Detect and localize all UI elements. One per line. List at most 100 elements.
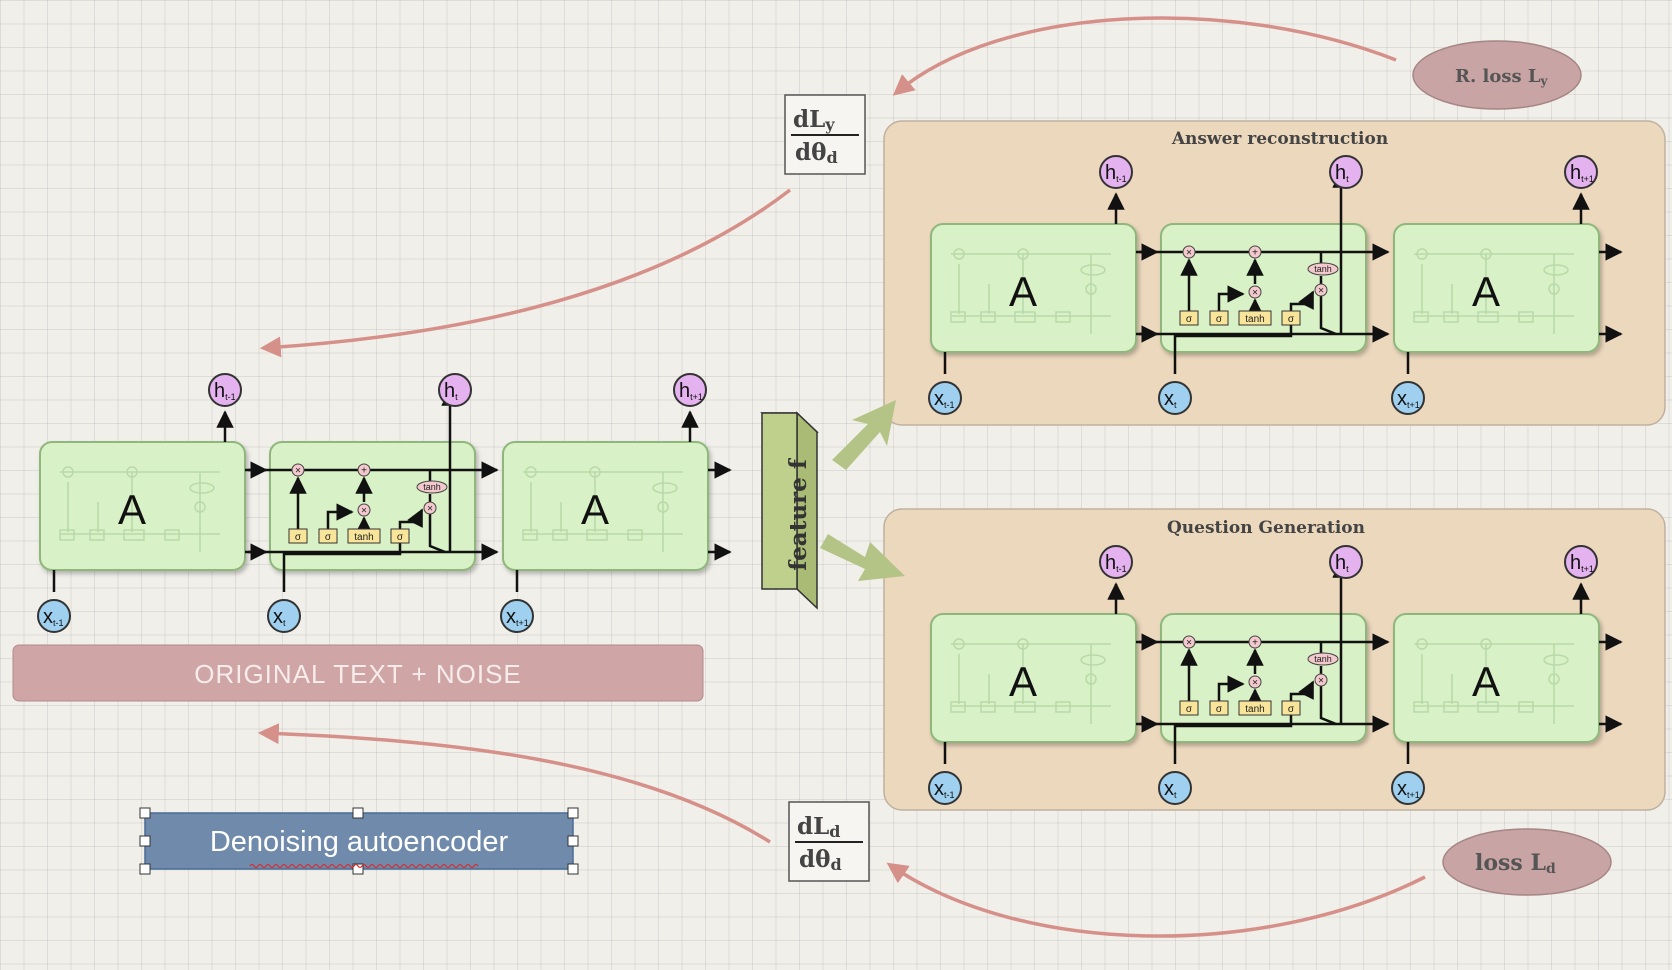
encoder-output-label: ht: [444, 380, 458, 402]
encoder-pointwise-op-label: ×: [427, 504, 433, 515]
encoder-input-label: xt-1: [43, 606, 64, 628]
encoder-output-label: ht-1: [214, 380, 236, 402]
encoder-gate-label: σ: [397, 532, 404, 543]
reconstruction-loss-node: [1412, 40, 1582, 110]
denoising-autoencoder-label[interactable]: Denoising autoencoder: [210, 826, 509, 858]
answer-cell-label: A: [1472, 268, 1500, 315]
answer-output-label: ht-1: [1105, 162, 1127, 184]
question-input-label: xt-1: [934, 778, 955, 800]
encoder-state-tanh: [416, 480, 448, 494]
answer-output-node: [1564, 155, 1598, 189]
noise-bar-label: ORIGINAL TEXT + NOISE: [194, 659, 522, 689]
answer-pointwise-op: [1248, 245, 1262, 259]
question-gate-box: [1238, 700, 1272, 716]
question-input-node: [928, 771, 962, 805]
question-gate-box: [1281, 700, 1301, 716]
question-pointwise-op-label: ×: [1318, 676, 1324, 687]
answer-pointwise-op-label: ×: [1186, 248, 1192, 259]
answer-gate-label: σ: [1288, 314, 1295, 325]
encoder-input-node: [267, 599, 301, 633]
answer-gate-label: σ: [1216, 314, 1223, 325]
answer-gate-box: [1238, 310, 1272, 326]
encoder-gate-box: [390, 528, 410, 544]
question-pointwise-op: [1182, 635, 1196, 649]
question-cell-label: A: [1009, 658, 1037, 705]
answer-input-node: [1391, 381, 1425, 415]
encoder-gate-box: [288, 528, 308, 544]
answer-panel-title: Answer reconstruction: [1171, 129, 1388, 149]
denoising-autoencoder-textbox[interactable]: [139, 807, 579, 875]
encoder-pointwise-op-label: +: [361, 466, 367, 477]
gradient-arrows: [257, 16, 1426, 938]
question-output-label: ht: [1335, 552, 1349, 574]
answer-output-node: [1099, 155, 1133, 189]
answer-state-tanh: [1307, 262, 1339, 276]
encoder-gate-box: [318, 528, 338, 544]
question-pointwise-op: [1314, 673, 1328, 687]
question-pointwise-op: [1248, 635, 1262, 649]
noise-bar: [12, 644, 704, 702]
answer-gate-label: tanh: [1245, 314, 1264, 325]
encoder-gate-box: [347, 528, 381, 544]
answer-input-node: [1158, 381, 1192, 415]
answer-state-tanh-label: tanh: [1314, 264, 1332, 274]
encoder-input-node: [500, 599, 534, 633]
encoder-state-tanh-label: tanh: [423, 482, 441, 492]
encoder-pointwise-op-label: ×: [295, 466, 301, 477]
question-output-node: [1564, 545, 1598, 579]
answer-input-label: xt+1: [1397, 388, 1420, 410]
encoder-input-label: xt+1: [506, 606, 529, 628]
question-output-label: ht+1: [1570, 552, 1594, 574]
question-gate-label: σ: [1288, 704, 1295, 715]
question-state-tanh: [1307, 652, 1339, 666]
answer-pointwise-op: [1248, 285, 1262, 299]
question-panel-title: Question Generation: [1167, 518, 1365, 538]
answer-pointwise-op: [1182, 245, 1196, 259]
gradient-bottom-denominator: dθd: [799, 846, 842, 874]
encoder-output-label: ht+1: [679, 380, 703, 402]
encoder-output-node: [208, 373, 242, 407]
encoder-pointwise-op: [423, 501, 437, 515]
question-input-label: xt: [1164, 778, 1177, 800]
question-cell-label: A: [1472, 658, 1500, 705]
answer-input-label: xt-1: [934, 388, 955, 410]
gradient-top-denominator: dθd: [795, 139, 838, 167]
question-gate-box: [1209, 700, 1229, 716]
question-pointwise-op-label: ×: [1186, 638, 1192, 649]
answer-output-label: ht+1: [1570, 162, 1594, 184]
answer-input-node: [928, 381, 962, 415]
answer-gate-box: [1209, 310, 1229, 326]
encoder-gate-label: σ: [295, 532, 302, 543]
question-input-node: [1158, 771, 1192, 805]
answer-cell-label: A: [1009, 268, 1037, 315]
question-pointwise-op-label: +: [1252, 638, 1258, 649]
question-gate-label: σ: [1216, 704, 1223, 715]
question-state-tanh-label: tanh: [1314, 654, 1332, 664]
generation-loss-label: loss Ld: [1475, 850, 1556, 877]
question-output-label: ht-1: [1105, 552, 1127, 574]
answer-gate-label: σ: [1186, 314, 1193, 325]
reconstruction-loss-label: R. loss Ly: [1455, 66, 1549, 88]
answer-pointwise-op-label: +: [1252, 248, 1258, 259]
gradient-top-numerator: dLy: [793, 106, 835, 134]
question-gate-label: tanh: [1245, 704, 1264, 715]
question-input-label: xt+1: [1397, 778, 1420, 800]
answer-pointwise-op-label: ×: [1318, 286, 1324, 297]
generation-loss-node: [1442, 828, 1612, 896]
answer-pointwise-op: [1314, 283, 1328, 297]
question-output-node: [1329, 545, 1363, 579]
question-pointwise-op: [1248, 675, 1262, 689]
encoder-pointwise-op-label: ×: [361, 506, 367, 517]
answer-gate-box: [1179, 310, 1199, 326]
encoder-pointwise-op: [357, 463, 371, 477]
question-output-node: [1099, 545, 1133, 579]
answer-pointwise-op-label: ×: [1252, 288, 1258, 299]
feature-arrows: [820, 400, 905, 581]
encoder-pointwise-op: [357, 503, 371, 517]
encoder-gate-label: σ: [325, 532, 332, 543]
encoder-input-label: xt: [273, 606, 286, 628]
feature-block: [760, 411, 819, 610]
answer-input-label: xt: [1164, 388, 1177, 410]
question-input-node: [1391, 771, 1425, 805]
